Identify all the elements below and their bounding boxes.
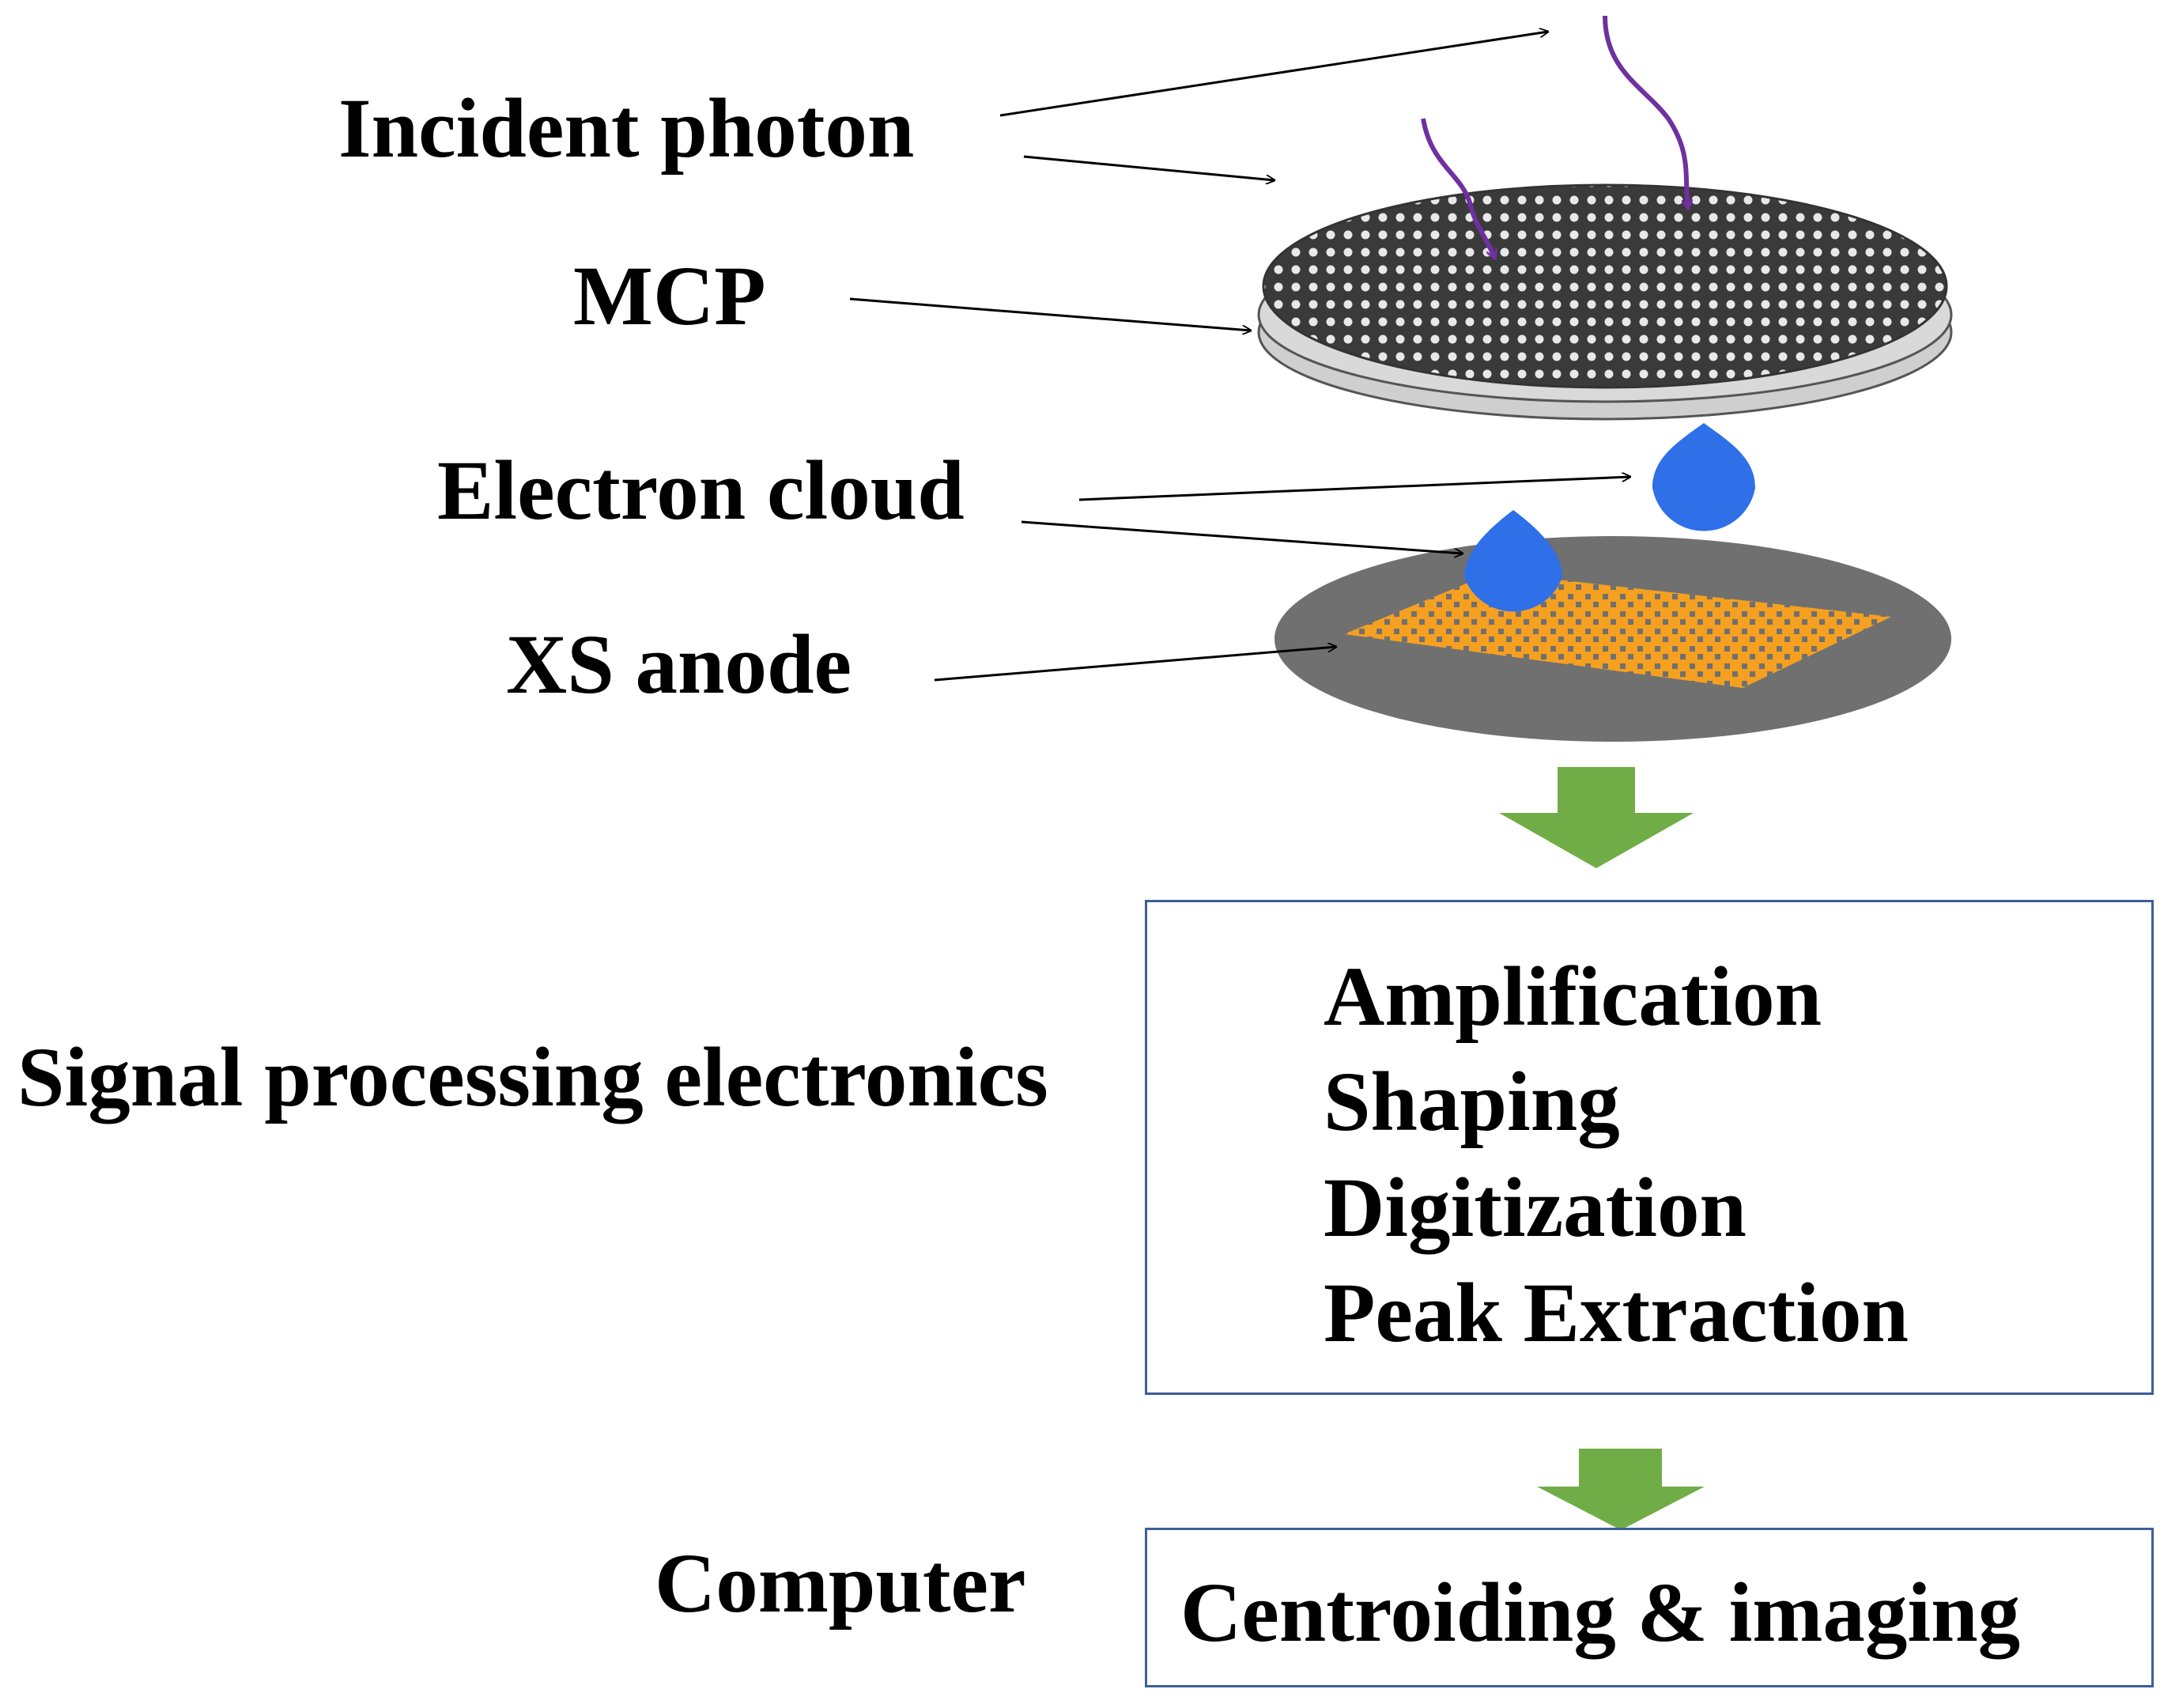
- photon-pointer-arrow: [1023, 155, 1275, 180]
- photon-pointer-arrow: [999, 32, 1548, 117]
- step-peak-extraction: Peak Extraction: [1324, 1267, 1909, 1360]
- computer-box: Centroiding & imaging: [1145, 1528, 2154, 1687]
- xs-anode-pointer-arrow: [934, 647, 1336, 682]
- electron-cloud-icon: [1464, 510, 1562, 612]
- step-shaping: Shaping: [1324, 1056, 1620, 1149]
- incident-photon-label: Incident photon: [338, 82, 915, 176]
- photon-arrow-right: [1603, 15, 1688, 207]
- xs-anode: [1275, 536, 1951, 742]
- mcp-top-surface: [1262, 183, 1948, 389]
- flow-arrow-down-icon: [1537, 1449, 1705, 1530]
- anode-grid: [1344, 572, 1891, 688]
- computer-label: Computer: [655, 1537, 1026, 1631]
- electron-cloud-pointer-arrow: [1021, 520, 1463, 554]
- electron-cloud-label: Electron cloud: [437, 444, 965, 538]
- xs-anode-label: XS anode: [506, 618, 852, 712]
- photon-arrow-left: [1421, 118, 1494, 257]
- centroiding-imaging-text: Centroiding & imaging: [1180, 1566, 2021, 1660]
- signal-processing-box: Amplification Shaping Digitization Peak …: [1145, 900, 2154, 1395]
- step-digitization: Digitization: [1324, 1162, 1747, 1255]
- step-amplification: Amplification: [1324, 950, 1822, 1044]
- mcp-label: MCP: [573, 250, 766, 343]
- electron-cloud-icon: [1652, 423, 1755, 531]
- electron-cloud-pointer-arrow: [1078, 477, 1630, 501]
- signal-processing-label: Signal processing electronics: [17, 1031, 1048, 1124]
- mcp-stack: [1257, 183, 1953, 421]
- flow-arrow-down-icon: [1499, 767, 1694, 868]
- mcp-pointer-arrow: [849, 297, 1251, 331]
